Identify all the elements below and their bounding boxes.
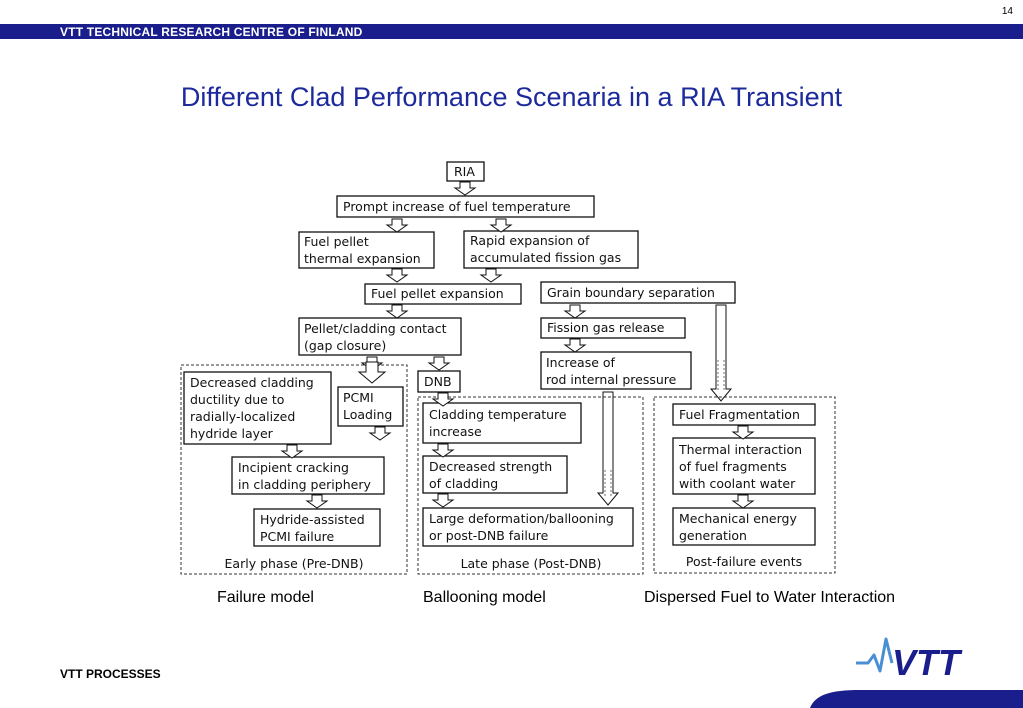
box-text-line: Prompt increase of fuel temperature [343, 199, 571, 214]
box-text-line: rod internal pressure [546, 372, 677, 387]
box-text-line: Incipient cracking [238, 460, 349, 475]
box-text-line: RIA [454, 164, 475, 179]
box-pellet-cladding-contact: Pellet/cladding contact (gap closure) [298, 317, 462, 356]
footer-label: VTT PROCESSES [60, 667, 161, 681]
down-arrow-icon [731, 425, 755, 440]
box-pcmi-loading: PCMI Loading [337, 386, 404, 427]
failure-model-label: Failure model [217, 589, 314, 606]
box-mechanical-energy: Mechanical energy generation [672, 507, 816, 546]
box-incipient-cracking: Incipient cracking in cladding periphery [231, 456, 385, 495]
box-text-line: of fuel fragments [679, 459, 787, 474]
down-arrow-icon [431, 443, 455, 458]
down-arrow-icon [280, 444, 304, 459]
down-arrow-icon [385, 268, 409, 283]
down-arrow-icon [427, 356, 451, 371]
box-text-line: or post-DNB failure [429, 528, 549, 543]
box-grain-boundary: Grain boundary separation [540, 281, 736, 304]
down-arrow-icon [489, 218, 513, 233]
box-dnb: DNB [417, 370, 461, 393]
box-text-line: Rapid expansion of [470, 233, 590, 248]
header-bar [0, 24, 1023, 39]
down-arrow-icon [305, 494, 329, 509]
box-large-deformation: Large deformation/ballooning or post-DNB … [422, 507, 634, 547]
box-fuel-pellet-expansion: Fuel pellet expansion [364, 283, 522, 305]
group-late-phase [417, 396, 644, 575]
box-text-line: with coolant water [679, 476, 796, 491]
box-text-line: Fuel pellet [304, 234, 369, 249]
group-early-label: Early phase (Pre-DNB) [225, 556, 364, 571]
box-cladding-temperature: Cladding temperature increase [422, 402, 582, 444]
vtt-logo: VTT [856, 637, 963, 681]
flow-arrows [280, 181, 755, 509]
box-text-line: thermal expansion [304, 251, 421, 266]
down-arrow-icon [563, 338, 587, 353]
box-text-line: Pellet/cladding contact [304, 321, 447, 336]
down-arrow-icon [385, 218, 409, 233]
group-post-label: Post-failure events [686, 554, 802, 569]
down-arrow-icon [453, 181, 477, 196]
box-text-line: Grain boundary separation [547, 285, 715, 300]
long-arrow-pressure-to-deformation [596, 391, 620, 506]
box-text-line: Mechanical energy [679, 511, 797, 526]
box-text-line: PCMI failure [260, 529, 335, 544]
box-text-line: Decreased strength [429, 459, 552, 474]
box-text-line: (gap closure) [304, 338, 386, 353]
box-fission-gas-release: Fission gas release [540, 317, 686, 339]
group-late-label: Late phase (Post-DNB) [461, 556, 602, 571]
box-text-line: Cladding temperature [429, 407, 567, 422]
slide-title: Different Clad Performance Scenaria in a… [180, 82, 843, 112]
box-text-line: in cladding periphery [238, 477, 371, 492]
box-text-line: Fission gas release [547, 320, 665, 335]
down-arrow-icon [431, 392, 455, 407]
group-post-failure [653, 396, 836, 574]
box-thermal-interaction: Thermal interaction of fuel fragments with… [672, 437, 816, 495]
ballooning-model-label: Ballooning model [423, 589, 546, 606]
box-text-line: Loading [343, 407, 392, 422]
dispersed-fuel-label: Dispersed Fuel to Water Interaction [644, 589, 896, 606]
box-fuel-fragmentation: Fuel Fragmentation [672, 403, 816, 426]
down-arrow-icon [479, 268, 503, 283]
box-prompt-increase: Prompt increase of fuel temperature [336, 195, 595, 218]
box-text-line: PCMI [343, 390, 374, 405]
box-text-line: Hydride-assisted [260, 512, 365, 527]
down-arrow-icon [368, 426, 392, 441]
down-arrow-icon [731, 494, 755, 509]
box-text-line: hydride layer [190, 426, 274, 441]
box-rapid-expansion: Rapid expansion of accumulated fission ga… [463, 230, 639, 269]
box-text-line: Increase of [546, 355, 616, 370]
box-fuel-pellet-thermal: Fuel pellet thermal expansion [298, 231, 435, 269]
box-text-line: Fuel pellet expansion [371, 286, 504, 301]
down-arrow-icon [431, 493, 455, 508]
box-text-line: radially-localized [190, 409, 295, 424]
down-arrow-icon [563, 304, 587, 319]
long-arrow-grain-to-fragmentation [709, 304, 733, 402]
box-text-line: DNB [424, 374, 452, 389]
box-rod-pressure: Increase of rod internal pressure [540, 351, 692, 390]
box-decreased-strength: Decreased strength of cladding [422, 455, 568, 494]
box-text-line: of cladding [429, 476, 498, 491]
organization-name: VTT TECHNICAL RESEARCH CENTRE OF FINLAND [60, 25, 363, 39]
box-text-line: generation [679, 528, 747, 543]
box-text-line: Fuel Fragmentation [679, 407, 800, 422]
vtt-logo-text: VTT [892, 642, 963, 681]
box-text-line: ductility due to [190, 392, 284, 407]
box-text-line: Decreased cladding [190, 375, 314, 390]
group-early-phase [180, 364, 408, 575]
box-text-line: accumulated fission gas [470, 250, 621, 265]
down-arrow-icon [357, 361, 387, 384]
box-ria: RIA [446, 161, 485, 182]
box-text-line: Large deformation/ballooning [429, 511, 614, 526]
box-text-line: Thermal interaction [678, 442, 802, 457]
down-arrow-icon [385, 304, 409, 319]
box-decreased-ductility: Decreased cladding ductility due to radial… [183, 371, 332, 445]
page-number: 14 [1001, 6, 1013, 17]
box-text-line: increase [429, 424, 482, 439]
